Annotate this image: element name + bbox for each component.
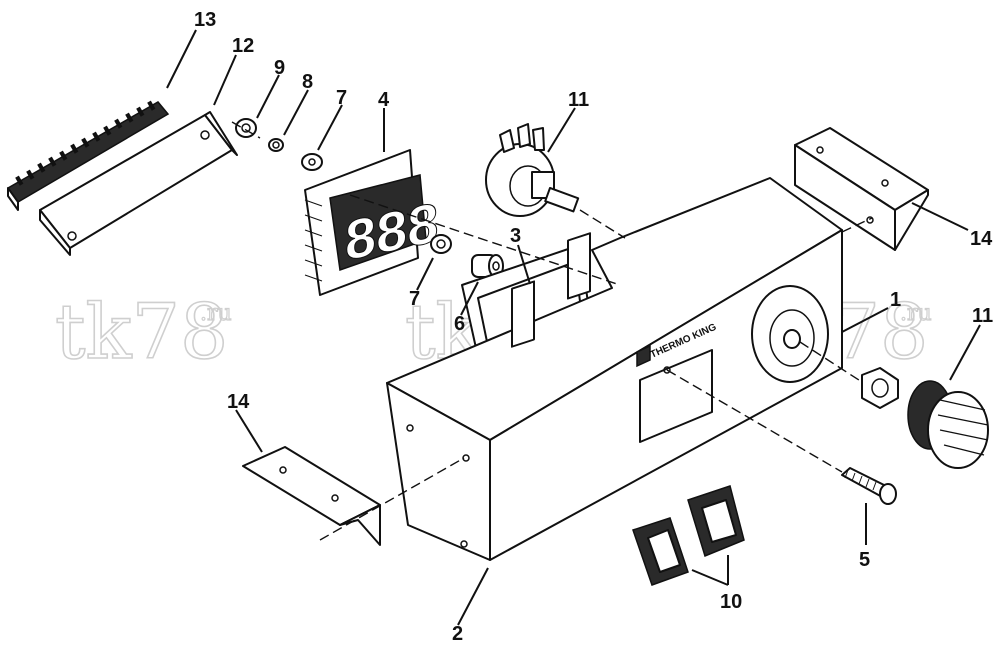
part-11-nut xyxy=(861,367,899,409)
part-8-lock-washer xyxy=(268,138,284,152)
part-10-rocker-switches xyxy=(632,485,745,586)
part-14-bracket-right xyxy=(794,127,929,251)
callout-11-right: 11 xyxy=(972,305,993,327)
callout-1: 1 xyxy=(890,289,901,311)
part-7-washer-top xyxy=(301,153,323,171)
callout-13: 13 xyxy=(194,9,216,31)
callout-11-top: 11 xyxy=(568,89,589,111)
part-14-bracket-left xyxy=(242,446,381,546)
callout-2: 2 xyxy=(452,623,463,645)
leader-arrows xyxy=(166,29,981,626)
watermark-left-suffix: .ru xyxy=(200,301,232,326)
part-13-terminal-strip xyxy=(6,100,170,211)
callout-5: 5 xyxy=(859,549,870,571)
callout-4: 4 xyxy=(378,89,390,111)
callout-14-left: 14 xyxy=(227,391,250,413)
callout-7-top: 7 xyxy=(336,87,347,109)
part-4-led-display: 888 xyxy=(304,149,439,296)
callout-labels: 13 12 9 8 7 4 11 3 7 6 1 14 11 14 5 10 2 xyxy=(194,9,993,645)
callout-10: 10 xyxy=(720,591,742,613)
callout-6: 6 xyxy=(454,313,465,335)
watermark-right-suffix: .ru xyxy=(900,301,932,326)
callout-3: 3 xyxy=(510,225,521,247)
callout-9: 9 xyxy=(274,57,285,79)
part-2-control-box: THERMO KING xyxy=(386,177,843,561)
assembly-guide-lines xyxy=(231,121,873,541)
part-5-screw xyxy=(841,467,897,505)
part-11-knob xyxy=(907,380,989,469)
callout-14-right: 14 xyxy=(970,228,993,250)
watermark-left: tk78 xyxy=(55,287,228,376)
part-12-angle-bracket xyxy=(39,111,238,256)
callout-12: 12 xyxy=(232,35,254,57)
part-7-washer-lower xyxy=(430,234,452,254)
part-11-potentiometer xyxy=(485,123,580,217)
callout-7-lower: 7 xyxy=(409,288,420,310)
callout-8: 8 xyxy=(302,71,313,93)
